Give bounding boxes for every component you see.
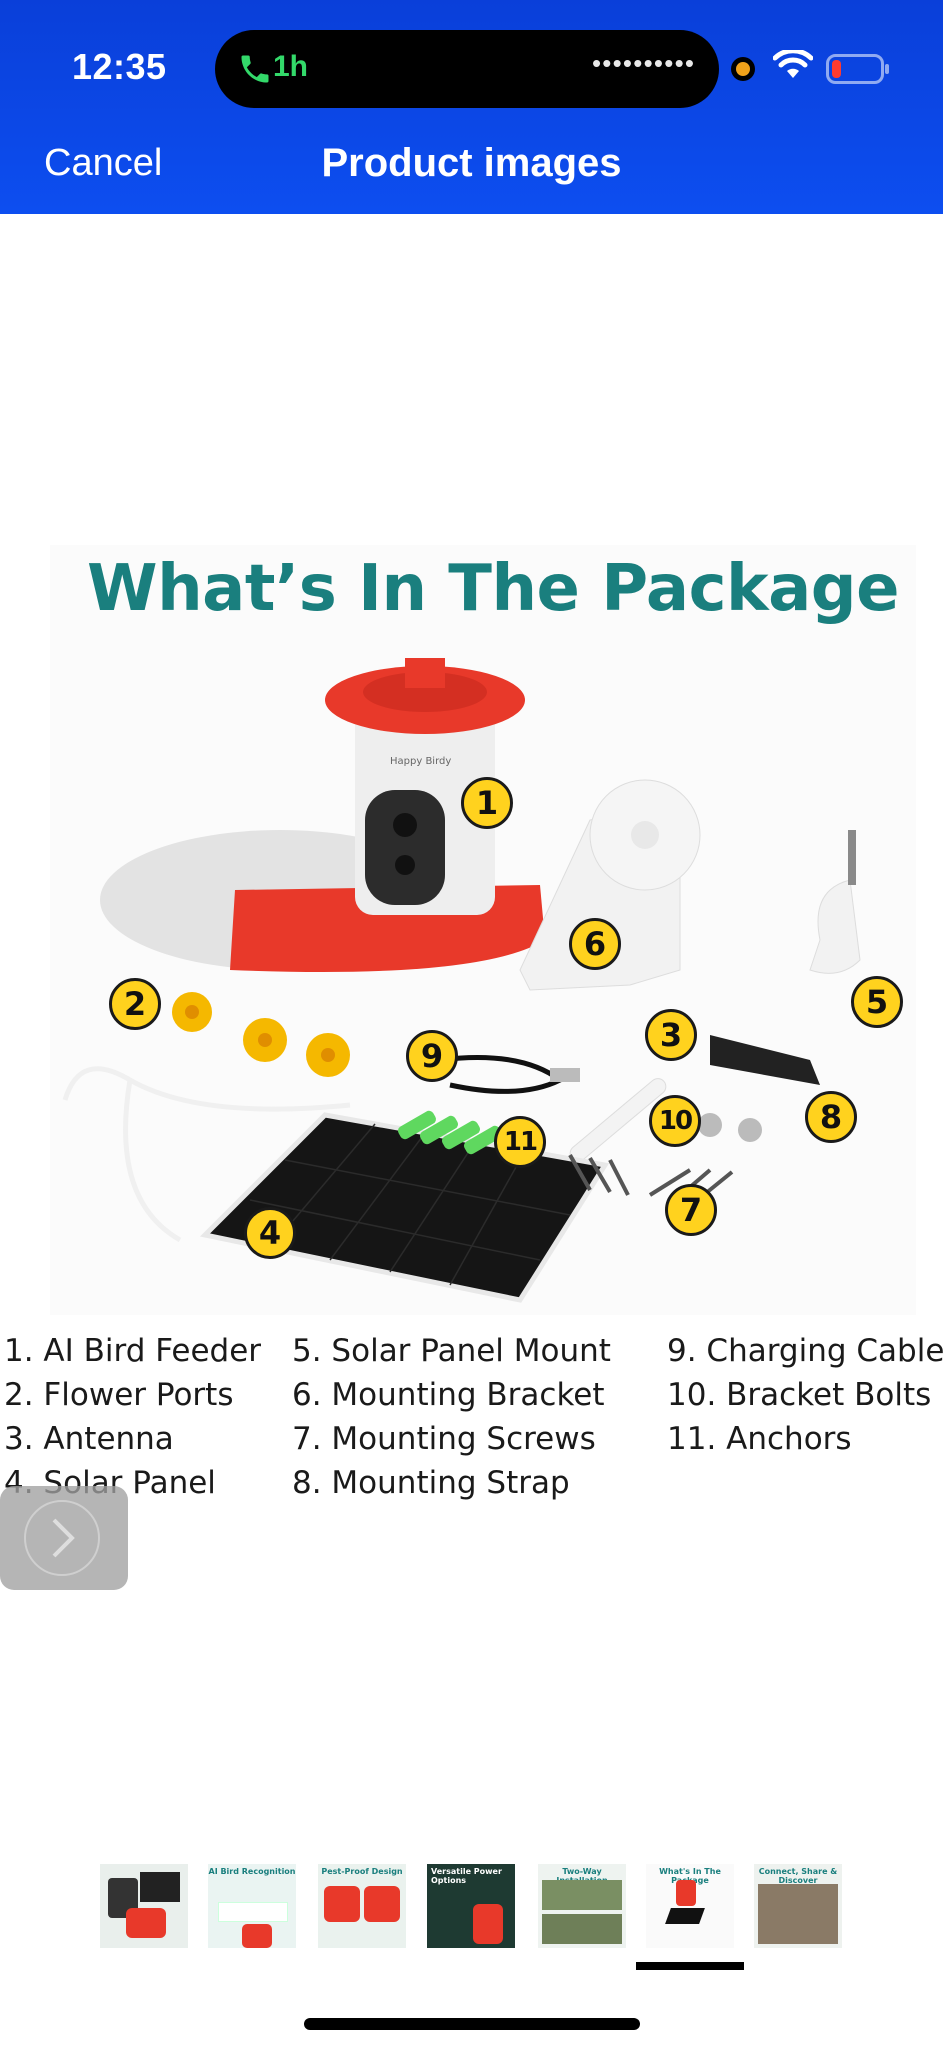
audio-waveform-icon: • • • • • • • • • • (591, 48, 694, 78)
thumb-6-panel (665, 1908, 705, 1924)
thumb-4-feeder (473, 1904, 503, 1944)
thumb-2-feeder (242, 1924, 272, 1948)
solar-mount (809, 879, 861, 974)
legend-item-11: 11. Anchors (667, 1421, 852, 1457)
thumb-3-feeder-a (324, 1886, 360, 1922)
legend-item-7: 7. Mounting Screws (292, 1421, 596, 1457)
dynamic-island[interactable]: 1h • • • • • • • • • • (215, 30, 719, 108)
recording-indicator-icon (731, 57, 755, 81)
selected-thumbnail-indicator (636, 1962, 744, 1970)
thumb-5-photo-a (542, 1880, 622, 1910)
cancel-button[interactable]: Cancel (44, 142, 163, 184)
thumbnail-2-title: AI Bird Recognition (208, 1867, 296, 1876)
header-bar: 12:35 1h • • • • • • • • • • Cancel Prod… (0, 0, 943, 214)
callout-badge-3: 3 (645, 1009, 697, 1061)
callout-badge-8: 8 (805, 1091, 857, 1143)
callout-badge-6: 6 (569, 918, 621, 970)
thumb-7-photo (758, 1884, 838, 1944)
thumbnail-3[interactable]: Pest-Proof Design (318, 1864, 406, 1948)
thumbnail-6-selected[interactable]: What's In The Package (646, 1864, 734, 1948)
callout-badge-5: 5 (851, 976, 903, 1028)
legend-item-2: 2. Flower Ports (4, 1377, 234, 1413)
thumb-1-feeder (126, 1908, 166, 1938)
thumb-3-feeder-b (364, 1886, 400, 1922)
next-button-ring (24, 1500, 100, 1576)
callout-badge-4: 4 (244, 1207, 296, 1259)
package-contents-illustration: Happy Birdy (62, 658, 861, 1303)
thumbnail-2[interactable]: AI Bird Recognition (208, 1864, 296, 1948)
callout-badge-2: 2 (109, 978, 161, 1030)
thumb-6-feeder (676, 1880, 696, 1906)
image-heading: What’s In The Package (87, 552, 899, 626)
chevron-right-icon (52, 1518, 75, 1558)
thumbnail-7[interactable]: Connect, Share & Discover (754, 1864, 842, 1948)
legend-item-5: 5. Solar Panel Mount (292, 1333, 611, 1369)
home-indicator[interactable] (304, 2018, 640, 2030)
legend-item-9: 9. Charging Cable (667, 1333, 943, 1369)
thumbnail-1[interactable] (100, 1864, 188, 1948)
thumbnail-3-title: Pest-Proof Design (321, 1867, 403, 1876)
callout-badge-1: 1 (461, 777, 513, 829)
svg-text:Happy Birdy: Happy Birdy (390, 756, 451, 767)
next-image-button[interactable] (0, 1486, 128, 1590)
camera-panel (365, 790, 445, 905)
wifi-icon (773, 50, 813, 78)
thumb-1-panel (140, 1872, 180, 1902)
page-title: Product images (321, 141, 622, 185)
legend-item-1: 1. AI Bird Feeder (4, 1333, 262, 1369)
legend-item-6: 6. Mounting Bracket (292, 1377, 605, 1413)
thumb-5-photo-b (542, 1914, 622, 1944)
phone-icon (241, 55, 269, 83)
thumbnail-4-title: Versatile Power Options (431, 1867, 502, 1885)
thumbnail-7-title: Connect, Share & Discover (758, 1867, 838, 1885)
thumbnail-5[interactable]: Two-Way Installation (538, 1864, 626, 1948)
callout-badge-9: 9 (406, 1030, 458, 1082)
call-duration: 1h (273, 50, 309, 83)
legend-item-3: 3. Antenna (4, 1421, 174, 1457)
mounting-strap (710, 1035, 820, 1085)
callout-badge-11: 11 (494, 1116, 546, 1168)
status-time: 12:35 (72, 46, 167, 87)
callout-badge-10: 10 (649, 1095, 701, 1147)
callout-badge-7: 7 (665, 1184, 717, 1236)
battery-low-icon (826, 54, 889, 84)
thumbnail-4[interactable]: Versatile Power Options (427, 1864, 515, 1948)
legend-item-8: 8. Mounting Strap (292, 1465, 570, 1501)
legend-item-10: 10. Bracket Bolts (667, 1377, 932, 1413)
thumb-2-card (218, 1902, 288, 1922)
